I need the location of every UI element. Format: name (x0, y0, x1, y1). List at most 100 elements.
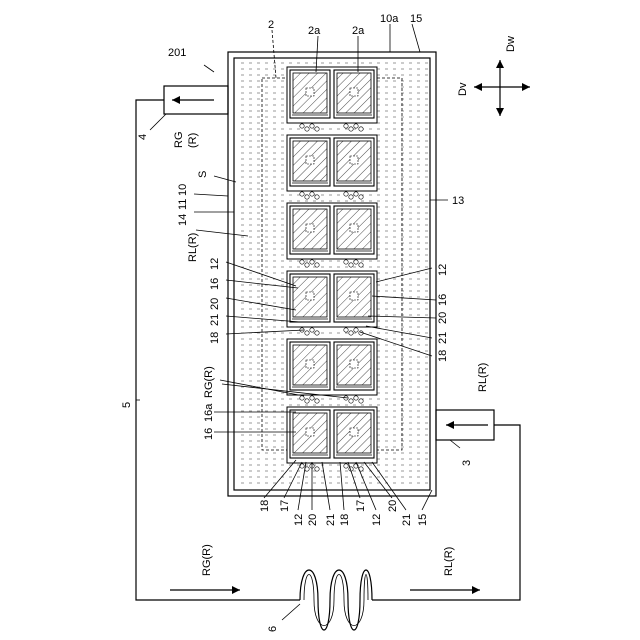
bubble (305, 195, 309, 199)
bubble (315, 467, 319, 471)
inlet-pipe (436, 410, 494, 440)
chip-center (350, 88, 358, 96)
direction-indicator (474, 60, 530, 116)
chip-center (306, 428, 314, 436)
label-chip16-right: 16 (437, 294, 449, 306)
label-rg-r-mid: RG(R) (203, 366, 215, 398)
label-chip20-left: 20 (209, 298, 221, 310)
label-plate-part-1: 2a (308, 25, 321, 37)
bubble (315, 263, 319, 267)
label-chip21-left: 21 (209, 314, 221, 326)
label-rl-r-left: RL(R) (187, 233, 199, 262)
bubble (359, 195, 363, 199)
label-dir-dv: Dv (457, 82, 469, 96)
label-chip18-right: 18 (437, 350, 449, 362)
label-b15: 15 (417, 514, 429, 526)
label-chip12-left: 12 (209, 258, 221, 270)
label-cooler: 13 (452, 195, 464, 207)
chip-center (350, 360, 358, 368)
label-plate-part-2: 2a (352, 25, 365, 37)
bubble (300, 192, 304, 196)
label-b20-a: 20 (307, 514, 319, 526)
label-outer-15-top: 15 (410, 13, 422, 25)
label-rg-out-line2: (R) (187, 133, 199, 148)
bubble (305, 127, 309, 131)
chip-center (306, 88, 314, 96)
bubble (315, 331, 319, 335)
label-wall: 10a (380, 13, 399, 25)
chip-center (306, 156, 314, 164)
label-rg-r-out: RG (R) (173, 128, 199, 148)
label-chip16a: 16a (203, 403, 215, 422)
label-dir-dw: Dw (505, 36, 517, 52)
label-outlet-pipe: 4 (137, 134, 149, 140)
bubble (349, 195, 353, 199)
bubble (305, 331, 309, 335)
label-layer11: 11 (177, 199, 189, 210)
label-chip16-bottom: 16 (203, 428, 215, 440)
label-b21-a: 21 (325, 514, 337, 526)
label-rl-r-right: RL(R) (477, 363, 489, 392)
label-b18-a: 18 (259, 500, 271, 512)
label-b20-b: 20 (387, 500, 399, 512)
bubble (349, 399, 353, 403)
label-b18-b: 18 (339, 514, 351, 526)
bubble (310, 192, 314, 196)
label-return-line: 5 (121, 402, 133, 408)
label-device: 201 (168, 47, 186, 59)
bubble (310, 328, 314, 332)
label-b21-b: 21 (401, 514, 413, 526)
chip-center (306, 224, 314, 232)
bubble (315, 127, 319, 131)
bubble (305, 399, 309, 403)
bubble (354, 260, 358, 264)
label-inlet-pipe: 3 (461, 460, 473, 466)
bubble (344, 464, 348, 468)
bubble (315, 195, 319, 199)
label-b12-b: 12 (371, 514, 383, 526)
label-rl-r-bottom: RL(R) (443, 547, 455, 576)
bubble (359, 399, 363, 403)
label-plate: 2 (268, 19, 274, 31)
bubble (344, 124, 348, 128)
bubble (300, 396, 304, 400)
label-layer14: 14 (177, 214, 189, 226)
coil (300, 570, 372, 630)
label-chip16-left: 16 (209, 278, 221, 290)
label-b17-a: 17 (279, 500, 291, 512)
label-chip20-right: 20 (437, 312, 449, 324)
label-space: S (197, 171, 209, 178)
bubble (354, 328, 358, 332)
bubble (354, 124, 358, 128)
bubble (359, 127, 363, 131)
bubble (310, 124, 314, 128)
bubble (349, 331, 353, 335)
bubble (349, 127, 353, 131)
chip-center (350, 292, 358, 300)
bubble (354, 396, 358, 400)
bubble (344, 260, 348, 264)
chip-center (350, 428, 358, 436)
label-rg-out-line1: RG (173, 132, 185, 149)
bubble (300, 124, 304, 128)
bubble (310, 260, 314, 264)
chip-center (306, 292, 314, 300)
chip-center (350, 224, 358, 232)
bubble (359, 263, 363, 267)
bubble (305, 263, 309, 267)
chip-center (350, 156, 358, 164)
label-chip12-right: 12 (437, 264, 449, 276)
outlet-pipe (164, 86, 228, 114)
bubble (354, 192, 358, 196)
label-b12-a: 12 (293, 514, 305, 526)
label-container: 10 (177, 184, 189, 196)
chip-center (306, 360, 314, 368)
bubble (344, 328, 348, 332)
label-chip21-right: 21 (437, 332, 449, 344)
label-rg-r-bottom: RG(R) (201, 544, 213, 576)
bubble (310, 396, 314, 400)
bubble (300, 260, 304, 264)
label-b17-b: 17 (355, 500, 367, 512)
bubble (344, 192, 348, 196)
